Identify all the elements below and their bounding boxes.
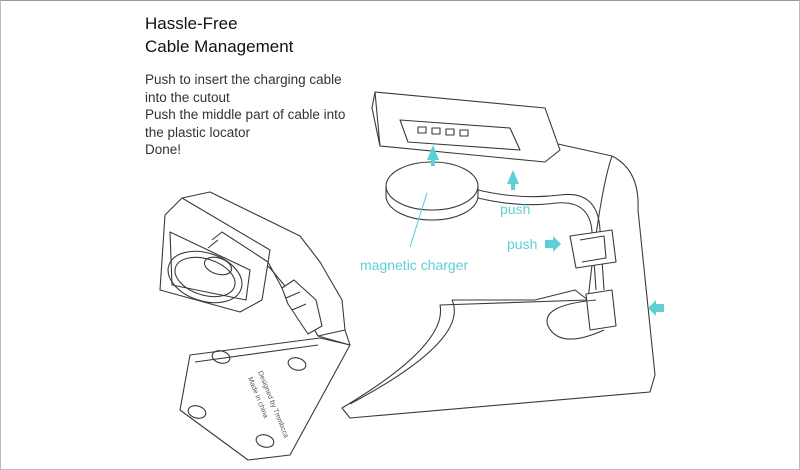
charger-leader-line xyxy=(409,192,428,248)
push-label-side: push xyxy=(507,236,538,252)
push-arrows xyxy=(427,145,664,316)
title-line-1: Hassle-Free xyxy=(145,14,238,33)
folded-stand-drawing xyxy=(159,191,351,461)
instruction-line: Push to insert the charging cable xyxy=(145,72,342,87)
arrow-up-icon xyxy=(507,170,519,190)
magnetic-charger-label: magnetic charger xyxy=(360,257,469,273)
title-block: Hassle-Free Cable Management xyxy=(145,12,293,58)
arrow-up-icon xyxy=(427,145,439,166)
title-line-2: Cable Management xyxy=(145,37,294,56)
instruction-line: Push the middle part of cable into xyxy=(145,107,346,122)
instruction-text: Push to insert the charging cable into t… xyxy=(145,71,345,159)
upright-stand-drawing xyxy=(341,91,656,419)
push-label-top: push xyxy=(500,201,531,217)
arrow-left-icon xyxy=(648,300,664,316)
instruction-line: into the cutout xyxy=(145,89,230,105)
instruction-line: Done! xyxy=(145,142,182,157)
instruction-line: the plastic locator xyxy=(145,124,251,140)
arrow-right-icon xyxy=(545,236,561,252)
